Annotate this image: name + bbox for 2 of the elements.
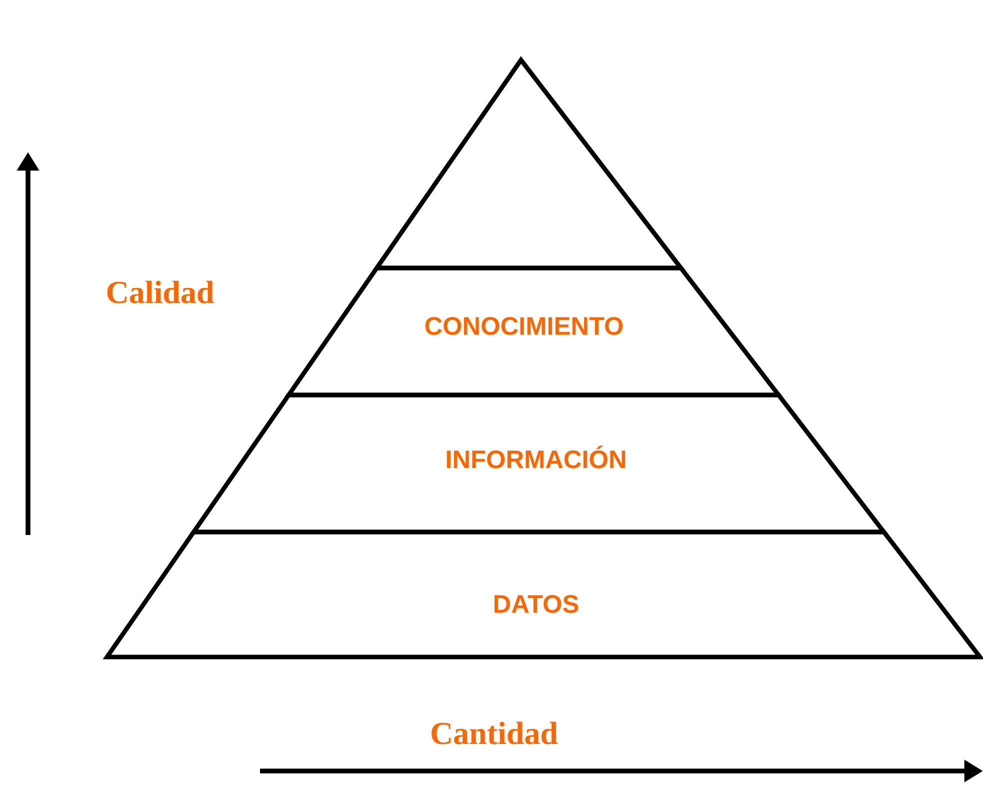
axis-label: Cantidad [432, 722, 558, 744]
axis-label: Calidad [107, 280, 214, 304]
